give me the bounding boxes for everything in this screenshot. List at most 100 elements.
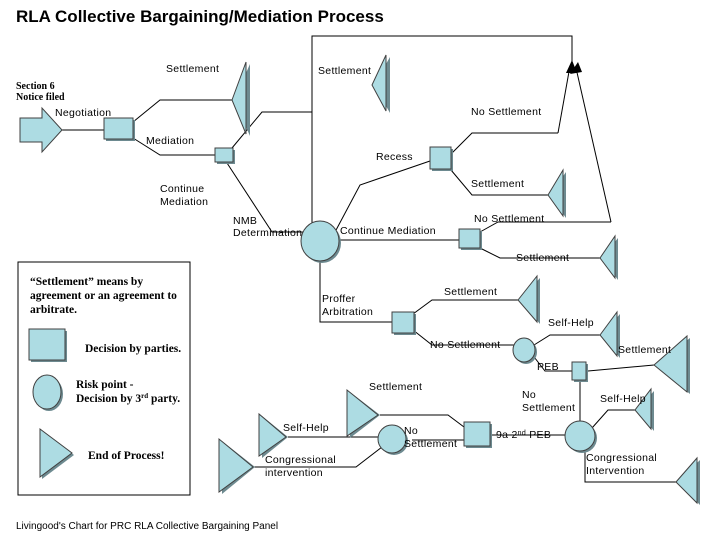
label-no-settlement-cm: No Settlement xyxy=(474,213,544,225)
label-9a-second-peb: 9a 2nd PEB xyxy=(496,429,551,441)
conn-cm-nosettlement xyxy=(479,221,611,233)
end-triangle-congressional-bottom-left xyxy=(218,437,255,494)
conn-cm-settlement xyxy=(479,247,600,259)
conn-peb1-selfhelp xyxy=(533,334,600,346)
label-selfhelp-peb2: Self-Help xyxy=(600,393,646,405)
conn-recess-nosettlement xyxy=(450,132,558,155)
label-9a-second-peb-a: 9a 2 xyxy=(496,429,518,441)
conn-mediation-nmb xyxy=(226,162,305,233)
label-no-settlement-bottom-left-b: Settlement xyxy=(404,438,457,450)
label-recess: Recess xyxy=(376,151,413,163)
risk-circle-peb2[interactable] xyxy=(564,420,597,453)
label-no-settlement-bottom-left-a: No xyxy=(404,425,418,437)
conn-peb2-selfhelp xyxy=(591,409,635,429)
label-congressional-peb2-b: Intervention xyxy=(586,465,644,477)
chart-caption: Livingood's Chart for PRC RLA Collective… xyxy=(16,521,278,532)
label-settlement-top: Settlement xyxy=(166,63,219,75)
label-settlement-recess: Settlement xyxy=(471,178,524,190)
legend-label-end-of-process: End of Process! xyxy=(88,450,164,462)
label-no-settlement-peb1-b: Settlement xyxy=(522,402,575,414)
decision-box-negotiation[interactable] xyxy=(103,117,135,141)
conn-cm-up-corner xyxy=(575,67,612,223)
page-title: RLA Collective Bargaining/Mediation Proc… xyxy=(16,7,384,26)
label-continue-mediation-1b: Mediation xyxy=(160,196,208,208)
legend-label-risk-point-line1: Risk point - xyxy=(76,379,134,391)
conn-negotiation-mediation xyxy=(132,137,215,156)
label-nmb-determination-b: Determination xyxy=(233,227,302,239)
conn-blcircle-congressional xyxy=(253,446,383,468)
end-triangle-congressional-peb2 xyxy=(675,456,700,505)
label-no-settlement-recess: No Settlement xyxy=(471,106,541,118)
legend-note-line3: arbitrate. xyxy=(30,304,77,316)
legend-risk-a: Decision by 3 xyxy=(76,393,141,405)
legend-risk-b: party. xyxy=(148,393,180,405)
conn-peb2-congressional xyxy=(584,449,676,483)
conn-top-loop xyxy=(311,35,573,112)
label-selfhelp-bottom-left: Self-Help xyxy=(283,422,329,434)
label-nmb-determination-a: NMB xyxy=(233,215,257,227)
label-mediation: Mediation xyxy=(146,135,194,147)
label-congressional-peb2-a: Congressional xyxy=(586,452,657,464)
label-proffer-a: Proffer xyxy=(322,293,356,305)
decision-box-9a-second-peb[interactable] xyxy=(463,421,492,448)
conn-recess-settlement xyxy=(450,169,548,196)
end-triangle-settlement-bottom-left xyxy=(346,388,380,438)
legend-risk-sup: rd xyxy=(141,392,148,400)
end-triangle-selfhelp-bottom-left xyxy=(258,412,288,458)
label-continue-mediation-1a: Continue xyxy=(160,183,204,195)
conn-blbox-settlement xyxy=(380,414,465,428)
conn-proffer-nosettlement xyxy=(412,329,515,346)
entry-label-line2: Notice filed xyxy=(16,92,65,103)
label-congressional-bottom-left-b: intervention xyxy=(265,467,323,479)
label-9a-second-peb-sup: nd xyxy=(518,430,526,437)
legend-swatch-square xyxy=(28,328,67,362)
end-triangle-settlement-topbox xyxy=(371,54,390,113)
label-selfhelp-peb1: Self-Help xyxy=(548,317,594,329)
end-triangle-settlement-negotiation xyxy=(231,61,250,136)
label-peb1: PEB xyxy=(537,361,559,373)
label-proffer-b: Arbitration xyxy=(322,306,373,318)
decision-box-proffer-arbitration[interactable] xyxy=(391,311,416,335)
conn-nmb-proffer xyxy=(319,258,392,323)
legend-label-risk-point-line2: Decision by 3rd party. xyxy=(76,392,180,405)
arrowhead-corner-right xyxy=(570,62,582,74)
entry-label-line1: Section 6 xyxy=(16,81,55,92)
label-negotiation: Negotiation xyxy=(55,107,111,119)
label-settlement-proffer: Settlement xyxy=(444,286,497,298)
end-triangle-settlement-peb1 xyxy=(653,334,690,394)
end-triangle-settlement-continue-mediation xyxy=(599,234,618,280)
decision-box-peb1[interactable] xyxy=(571,361,588,382)
conn-nosettlement-up xyxy=(557,65,571,134)
legend-swatch-circle xyxy=(32,374,63,411)
decision-box-mediation[interactable] xyxy=(214,147,235,164)
label-settlement-peb1: Settlement xyxy=(618,344,671,356)
risk-circle-nmb-determination[interactable] xyxy=(300,220,341,263)
entry-block-arrow xyxy=(19,106,63,154)
decision-box-recess[interactable] xyxy=(429,146,453,171)
legend-label-decision-by-parties: Decision by parties. xyxy=(85,343,181,355)
risk-circle-peb1[interactable] xyxy=(512,337,537,364)
label-9a-second-peb-b: PEB xyxy=(526,429,551,441)
label-no-settlement-proffer: No Settlement xyxy=(430,339,500,351)
label-congressional-bottom-left-a: Congressional xyxy=(265,454,336,466)
legend-swatch-triangle xyxy=(39,428,74,479)
conn-peb1-pebbox xyxy=(530,352,572,372)
end-triangle-settlement-recess xyxy=(547,168,566,218)
label-no-settlement-peb1-a: No xyxy=(522,389,536,401)
end-triangle-selfhelp-peb1 xyxy=(599,310,620,358)
label-settlement-topbox: Settlement xyxy=(318,65,371,77)
conn-nmb-recess xyxy=(334,160,431,233)
decision-box-continue-mediation[interactable] xyxy=(458,228,482,250)
legend-note-line2: agreement or an agreement to xyxy=(30,290,177,302)
conn-proffer-settlement xyxy=(412,299,518,315)
conn-negotiation-settlement xyxy=(132,99,232,123)
connector-lines xyxy=(58,35,676,483)
label-settlement-bottom-left: Settlement xyxy=(369,381,422,393)
label-settlement-cm: Settlement xyxy=(516,252,569,264)
label-continue-mediation-2: Continue Mediation xyxy=(340,225,436,237)
conn-pebbox-settlement xyxy=(587,364,655,372)
conn-mediation-topbox xyxy=(231,111,312,149)
risk-circle-no-settlement-bottom-left[interactable] xyxy=(377,424,408,455)
legend-panel: “Settlement” means by agreement or an ag… xyxy=(17,261,191,496)
